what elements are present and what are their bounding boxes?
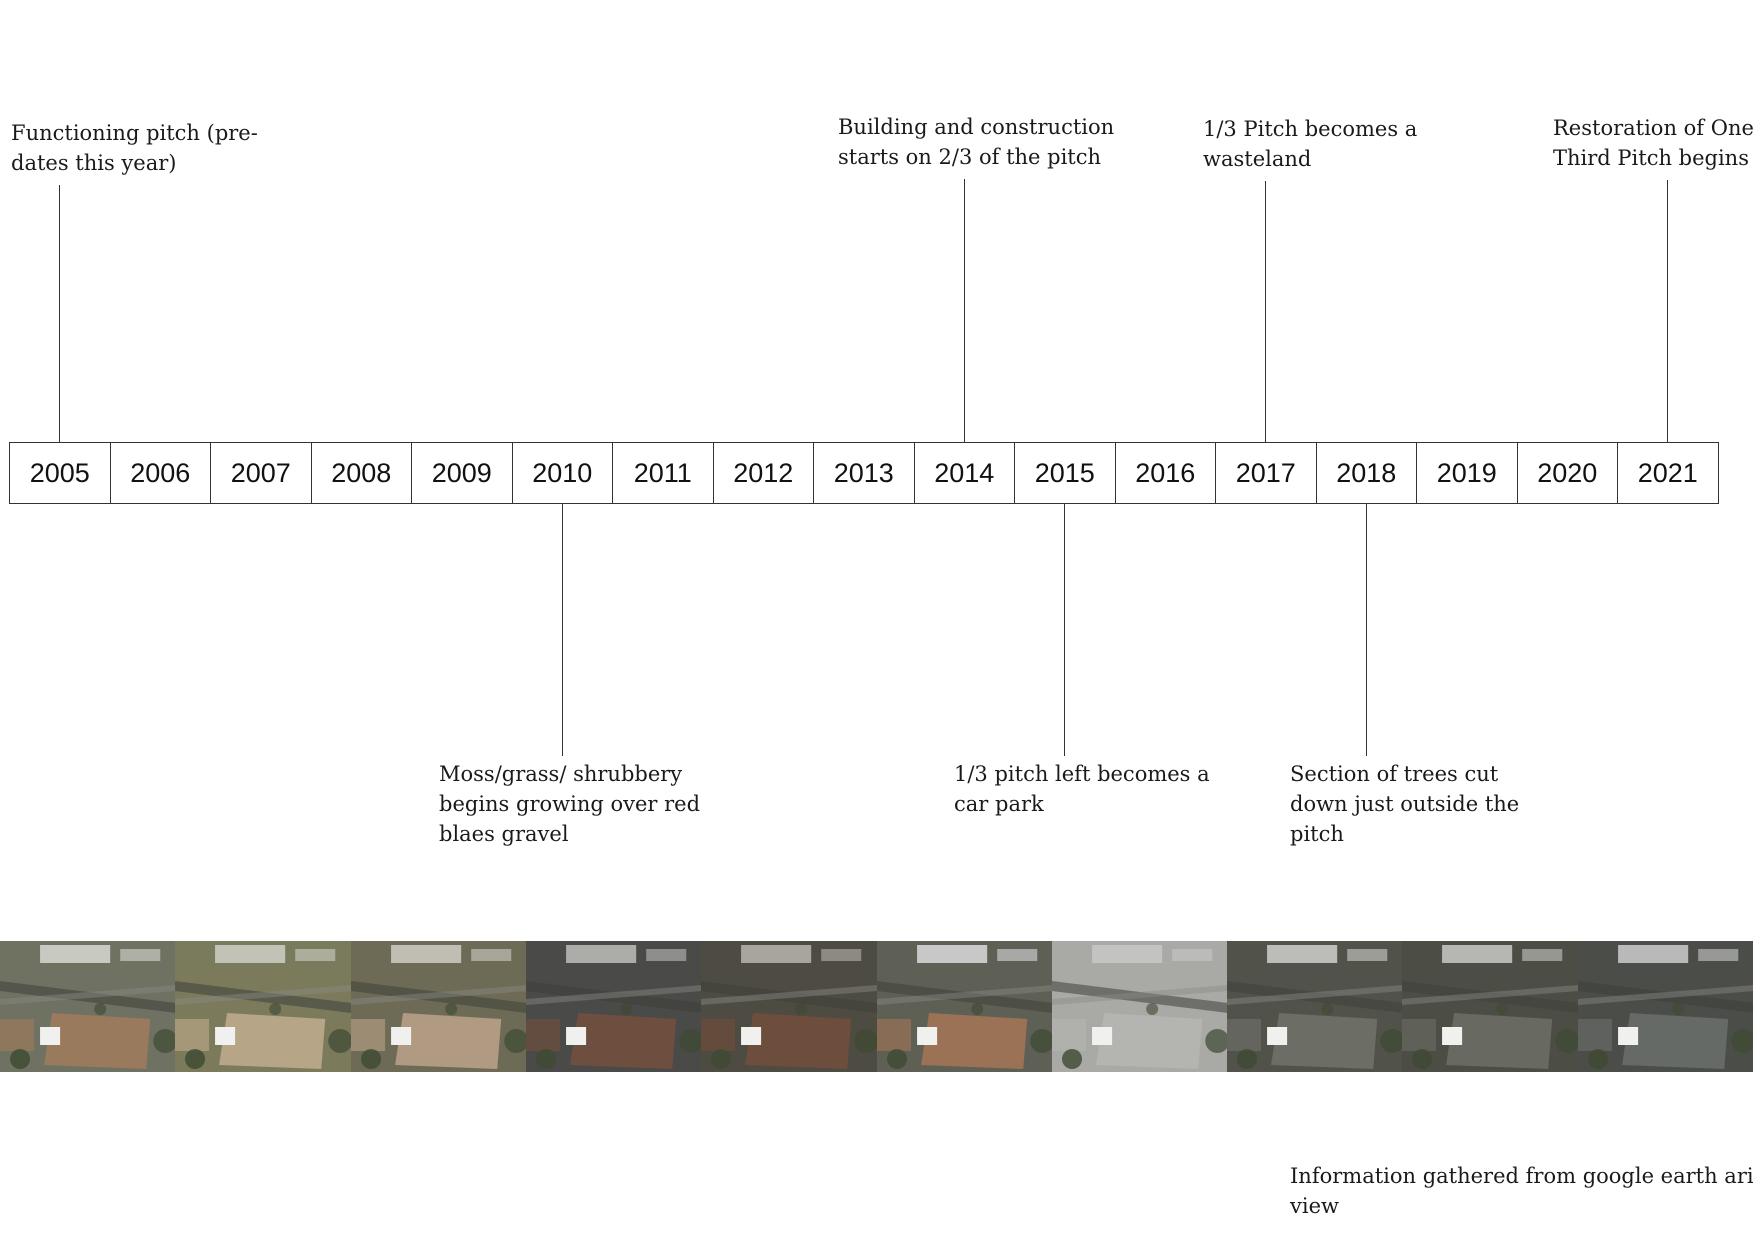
connector-line-2014 — [963, 179, 965, 442]
year-cell-2019: 2019 — [1416, 442, 1518, 504]
aerial-photo-4 — [525, 941, 703, 1072]
connector-line-2018 — [1365, 504, 1367, 756]
aerial-photo-2 — [175, 941, 352, 1072]
year-cell-2013: 2013 — [813, 442, 915, 504]
event-note-2015: 1/3 pitch left becomes a car park — [954, 762, 1210, 816]
aerial-photo-9 — [1402, 941, 1579, 1072]
aerial-photo-10 — [1577, 941, 1753, 1072]
year-cell-2018: 2018 — [1315, 442, 1417, 504]
event-note-2021: Restoration of One Third Pitch begins — [1553, 116, 1753, 170]
year-cell-2005: 2005 — [9, 442, 111, 504]
year-cell-2010: 2010 — [511, 442, 613, 504]
aerial-photo-8 — [1227, 941, 1404, 1072]
connector-line-2010 — [561, 504, 563, 756]
year-cell-2016: 2016 — [1114, 442, 1216, 504]
year-cell-2021: 2021 — [1617, 442, 1719, 504]
year-cell-2009: 2009 — [411, 442, 513, 504]
aerial-photo-6 — [876, 941, 1053, 1072]
event-note-2005: Functioning pitch (pre- dates this year) — [11, 121, 258, 175]
year-cell-2007: 2007 — [210, 442, 312, 504]
event-note-2018: Section of trees cut down just outside t… — [1290, 762, 1520, 846]
year-cell-2014: 2014 — [913, 442, 1015, 504]
year-cell-2020: 2020 — [1516, 442, 1618, 504]
source-note: Information gathered from google earth a… — [1290, 1164, 1753, 1218]
aerial-photo-5 — [701, 941, 878, 1072]
connector-line-2005 — [59, 185, 61, 442]
aerial-photo-1 — [0, 941, 177, 1072]
event-note-2010: Moss/grass/ shrubbery begins growing ove… — [439, 762, 701, 846]
year-cell-2006: 2006 — [109, 442, 211, 504]
event-note-2014: Building and construction starts on 2/3 … — [838, 115, 1115, 169]
aerial-photo-7 — [1051, 941, 1229, 1072]
year-cell-2012: 2012 — [712, 442, 814, 504]
year-cell-2017: 2017 — [1215, 442, 1317, 504]
connector-line-2015 — [1064, 504, 1066, 756]
connector-line-2021 — [1667, 180, 1669, 442]
connector-line-2017 — [1265, 181, 1267, 442]
year-cell-2015: 2015 — [1014, 442, 1116, 504]
event-note-2017: 1/3 Pitch becomes a wasteland — [1203, 117, 1418, 171]
aerial-photo-3 — [350, 941, 527, 1072]
year-cell-2008: 2008 — [310, 442, 412, 504]
aerial-photo-strip — [0, 941, 1753, 1072]
year-cell-2011: 2011 — [612, 442, 714, 504]
